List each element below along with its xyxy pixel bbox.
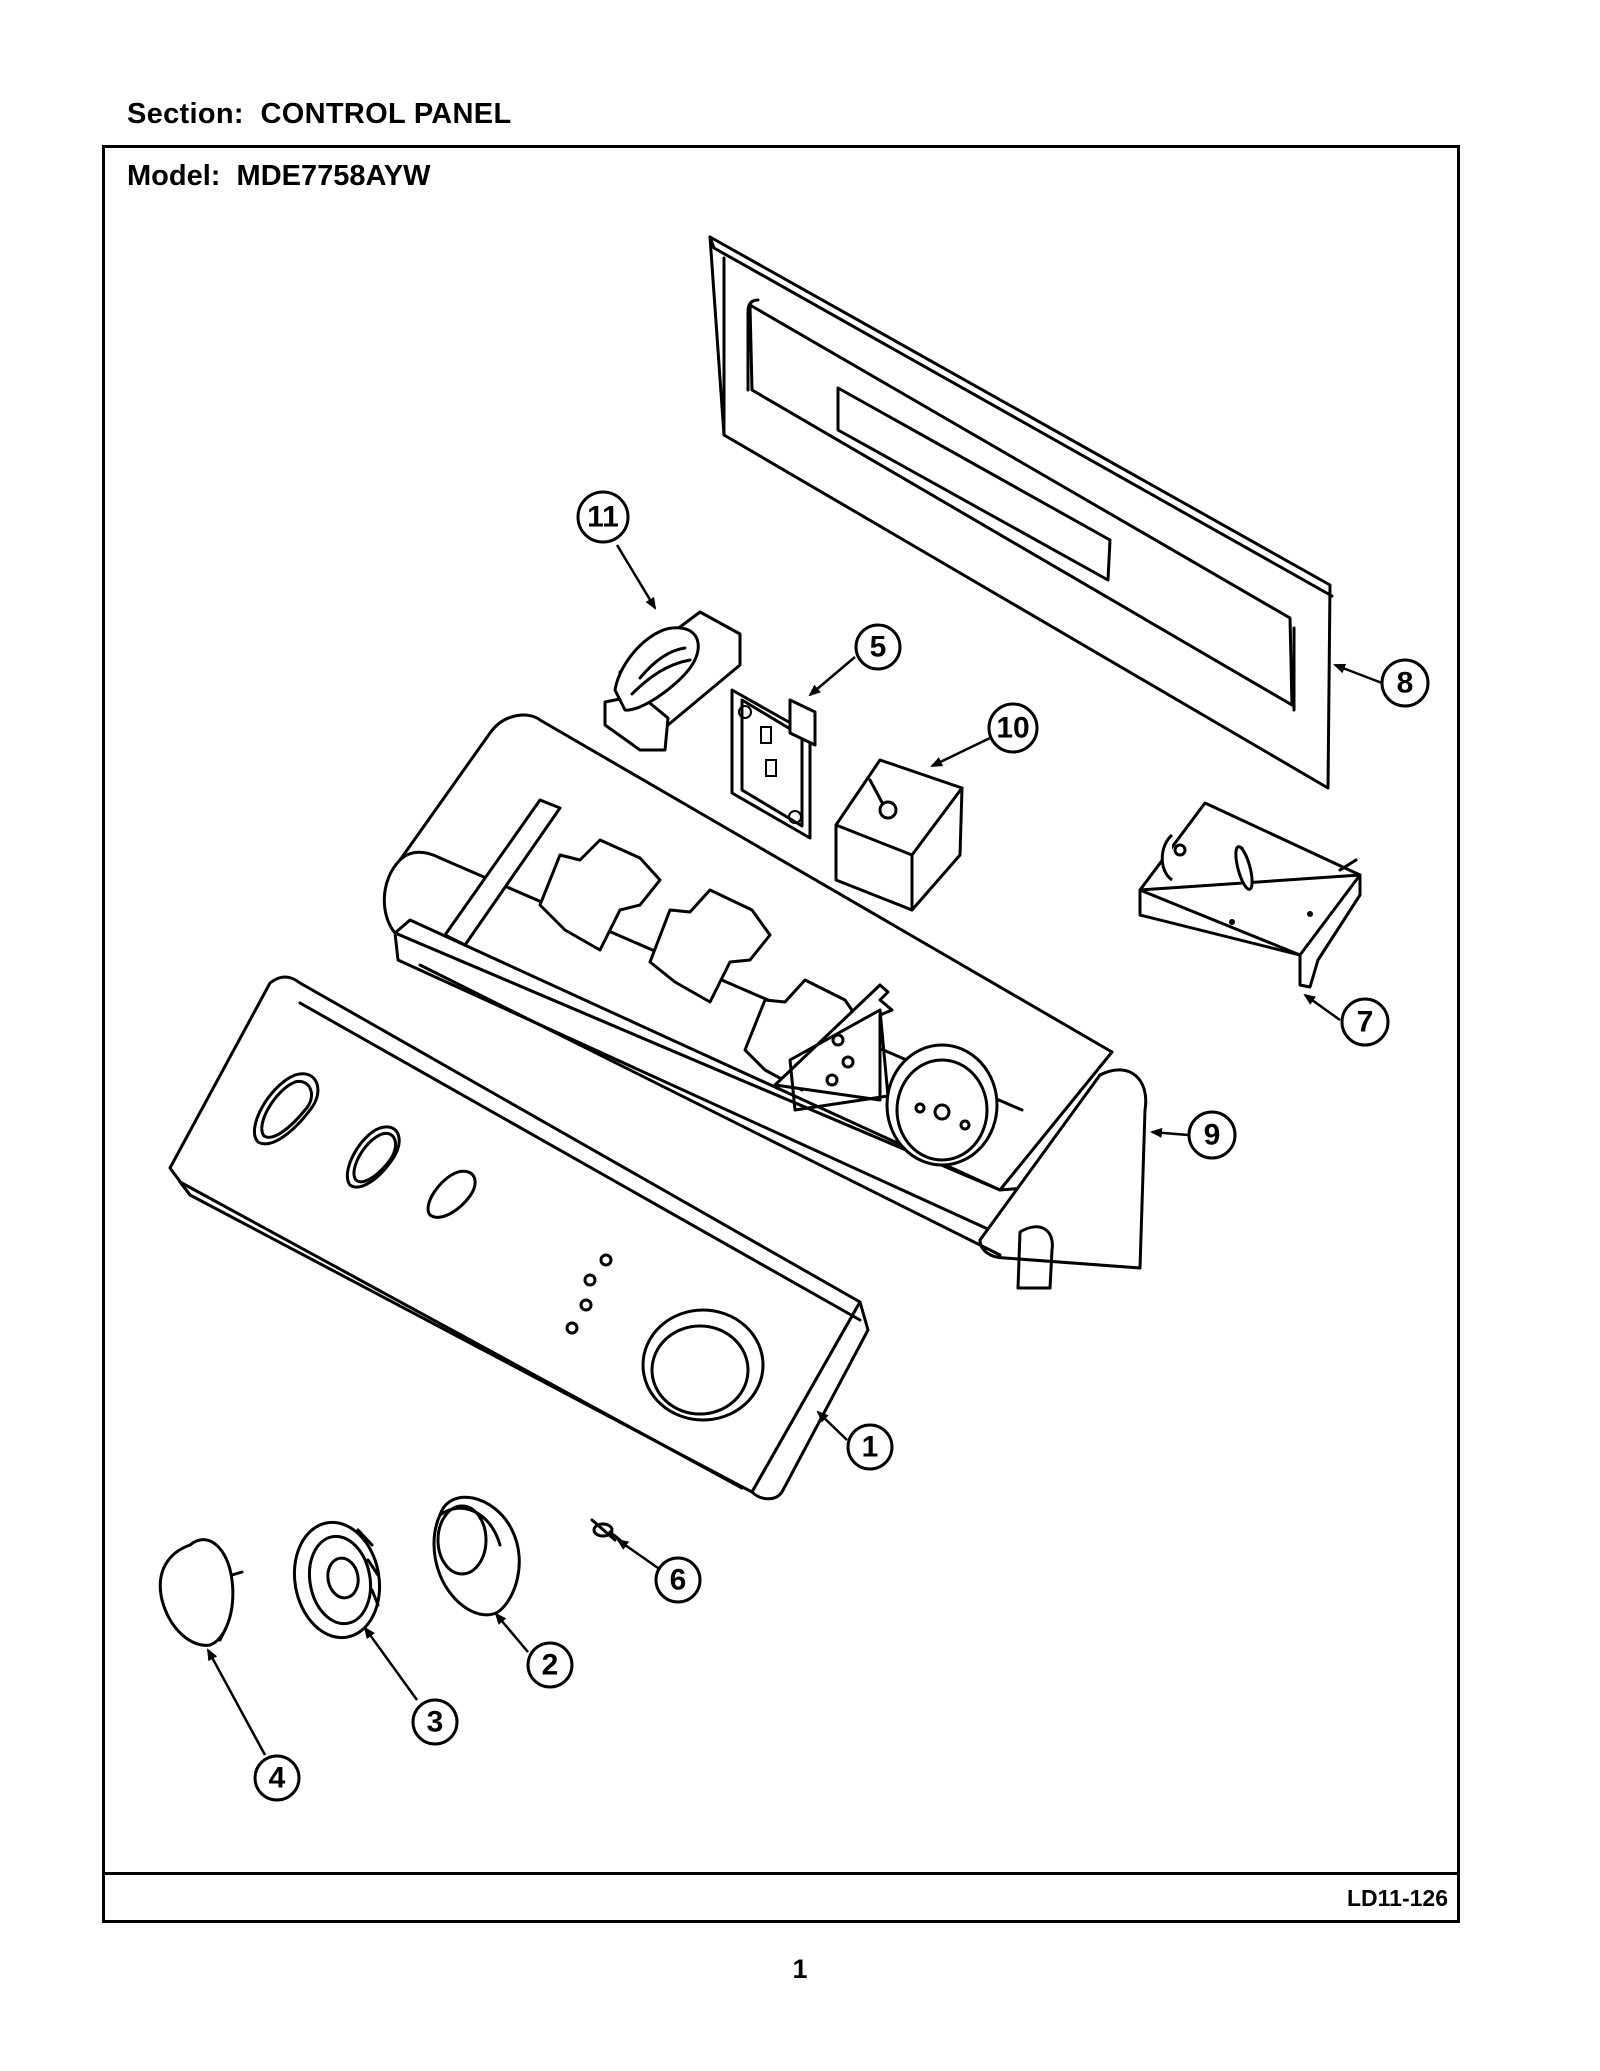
diagram-code: LD11-126 [1346, 1885, 1448, 1911]
section-title: Section: CONTROL PANEL [127, 98, 512, 130]
callout-2-label: 2 [542, 1649, 559, 1682]
leader-8 [1333, 663, 1383, 685]
leader-lines [206, 544, 1383, 1756]
page-number: 1 [792, 1954, 808, 1984]
callout-11-label: 11 [587, 501, 619, 534]
footer-divider [102, 1872, 1460, 1875]
callout-11: 11 [576, 490, 630, 544]
part-3-control-knob [292, 1520, 382, 1640]
leader-4 [206, 1648, 267, 1756]
callout-1-label: 1 [862, 1431, 879, 1464]
callout-5: 5 [854, 623, 902, 671]
leader-6 [616, 1538, 659, 1570]
callout-8: 8 [1380, 658, 1430, 708]
callout-6-label: 6 [670, 1564, 687, 1597]
part-8-console-back-panel [708, 235, 1334, 790]
part-11-indicator-lamp [603, 610, 742, 752]
callout-3-label: 3 [427, 1706, 444, 1739]
part-5-rocker-switch [730, 688, 817, 840]
part-10-switch-box [834, 758, 964, 912]
callout-6: 6 [654, 1556, 702, 1604]
part-6-screw [590, 1518, 622, 1542]
leader-11 [615, 544, 657, 610]
callout-9-label: 9 [1204, 1119, 1221, 1152]
part-2-knob-skirt [432, 1495, 521, 1617]
leader-5 [808, 656, 856, 697]
leader-3 [363, 1626, 419, 1701]
callout-7-label: 7 [1357, 1006, 1374, 1039]
callout-3: 3 [411, 1698, 459, 1746]
callout-8-label: 8 [1397, 667, 1414, 700]
diagram-frame [102, 145, 1460, 1923]
callout-10: 10 [987, 702, 1039, 754]
callout-4-label: 4 [269, 1762, 286, 1795]
leader-7 [1303, 993, 1341, 1022]
part-1-control-panel [168, 975, 870, 1501]
callout-5-label: 5 [870, 631, 887, 664]
callout-10-label: 10 [996, 712, 1029, 745]
callout-1: 1 [846, 1423, 894, 1471]
part-4-knob-cap [158, 1538, 244, 1647]
leader-9 [1150, 1127, 1189, 1138]
part-7-timer [1138, 801, 1362, 989]
part-9-console-housing [382, 713, 1148, 1290]
leader-1 [816, 1410, 848, 1441]
callout-7: 7 [1340, 997, 1390, 1047]
callout-4: 4 [253, 1754, 301, 1802]
callout-9: 9 [1187, 1110, 1237, 1160]
model-title: Model: MDE7758AYW [127, 160, 431, 192]
leader-10 [930, 736, 991, 768]
callout-2: 2 [526, 1641, 574, 1689]
leader-2 [494, 1612, 529, 1653]
